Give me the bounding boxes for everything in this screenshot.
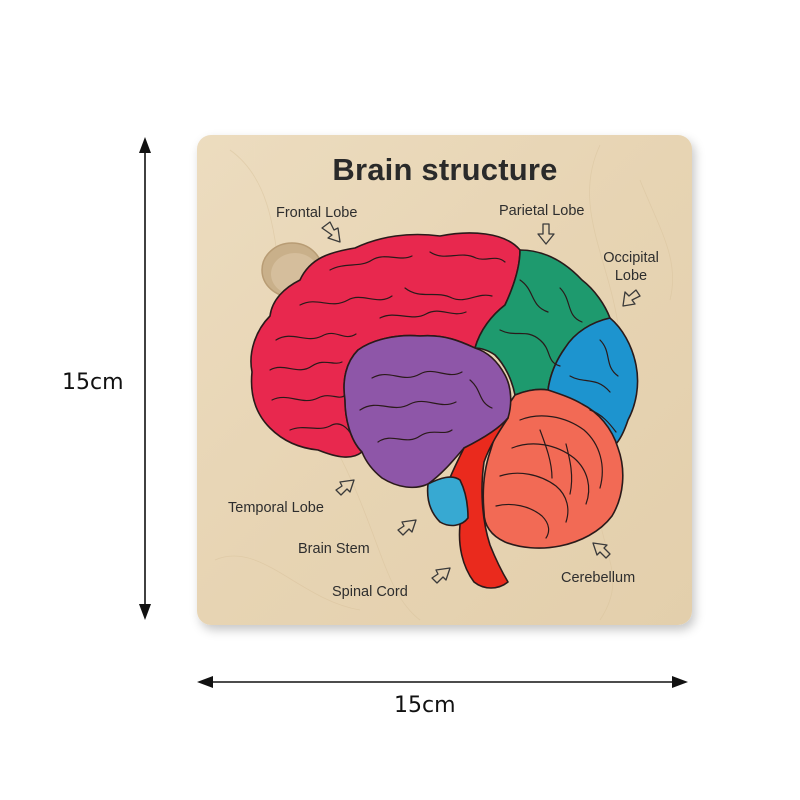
label-frontal-lobe: Frontal Lobe (276, 205, 358, 221)
label-occipital-line-2: Lobe (614, 268, 648, 284)
brain-gyri-lines (269, 251, 619, 539)
spinal-cord-arrow-icon (431, 567, 451, 584)
brain-stem-piece[interactable] (426, 476, 469, 527)
label-occipital-line-1: Occipital (603, 250, 659, 266)
board-title: Brain structure (332, 152, 558, 187)
brain-stem-arrow-icon (397, 519, 417, 536)
width-dimension-arrow (197, 676, 688, 688)
label-temporal-lobe: Temporal Lobe (228, 500, 324, 516)
pointer-arrows (321, 221, 641, 584)
height-dimension-arrow (139, 137, 151, 620)
occipital-arrow-icon (622, 289, 641, 307)
cerebellum-piece[interactable] (482, 388, 624, 549)
temporal-arrow-icon (335, 479, 355, 496)
cerebellum-arrow-icon (592, 542, 611, 559)
spinal-cord-piece[interactable] (445, 417, 509, 589)
label-brain-stem: Brain Stem (298, 541, 370, 557)
width-dimension-label: 15cm (394, 693, 456, 718)
label-parietal-lobe: Parietal Lobe (499, 203, 585, 219)
frontal-arrow-icon (321, 221, 341, 243)
label-spinal-cord: Spinal Cord (332, 584, 408, 600)
height-dimension-label: 15cm (62, 370, 124, 395)
temporal-lobe-piece[interactable] (343, 334, 512, 489)
parietal-arrow-icon (537, 223, 555, 245)
label-cerebellum: Cerebellum (561, 570, 636, 586)
